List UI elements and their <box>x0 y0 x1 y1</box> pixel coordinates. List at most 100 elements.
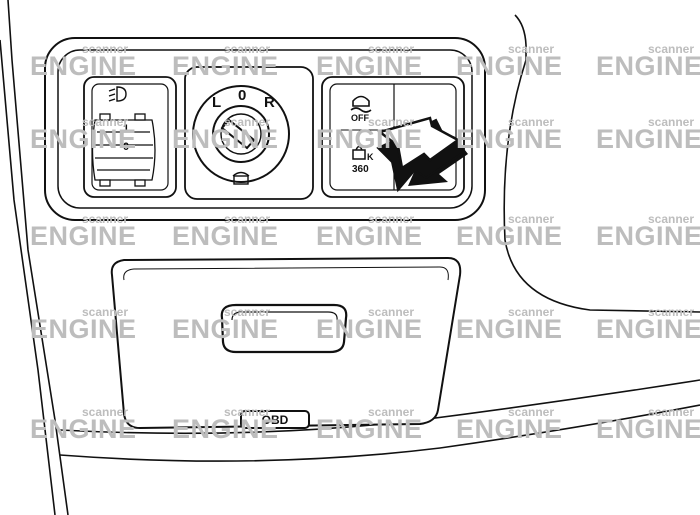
ignition-switch[interactable]: L 0 R <box>184 66 314 200</box>
pocket-handle[interactable] <box>220 303 348 354</box>
watermark-engine-text: ENGINE <box>172 221 279 251</box>
watermark-scanner-text: scanner <box>82 305 128 319</box>
watermark-layer: ENGINEscannerENGINEscannerENGINEscannerE… <box>30 42 700 444</box>
watermark-scanner-text: scanner <box>508 305 554 319</box>
watermark-engine-text: ENGINE <box>172 414 279 444</box>
camera-360-button[interactable]: K 360 <box>352 145 374 176</box>
watermark-scanner-text: scanner <box>508 212 554 226</box>
thumb-wheel[interactable] <box>91 113 156 187</box>
watermark-scanner-text: scanner <box>648 42 694 56</box>
watermark-scanner-text: scanner <box>648 405 694 419</box>
watermark-engine-text: ENGINE <box>316 314 423 344</box>
svg-text:K: K <box>367 152 374 162</box>
watermark-scanner-text: scanner <box>82 212 128 226</box>
watermark-engine-text: ENGINE <box>30 314 137 344</box>
watermark-engine-text: ENGINE <box>596 124 700 154</box>
watermark-engine-text: ENGINE <box>316 51 423 81</box>
watermark-scanner-text: scanner <box>368 405 414 419</box>
ignition-label-l: L <box>212 94 221 111</box>
watermark-scanner-text: scanner <box>508 115 554 129</box>
watermark-engine-text: ENGINE <box>30 221 137 251</box>
steering-lock-icon <box>232 171 250 185</box>
traction-off-label: OFF <box>351 113 369 123</box>
headlight-leveling-dial[interactable]: 1 0 <box>83 76 177 198</box>
watermark-engine-text: ENGINE <box>596 414 700 444</box>
headlight-icon <box>108 86 127 102</box>
watermark-scanner-text: scanner <box>368 212 414 226</box>
watermark-engine-text: ENGINE <box>316 221 423 251</box>
watermark-engine-text: ENGINE <box>456 414 563 444</box>
camera-icon: K <box>352 145 374 162</box>
watermark-scanner-text: scanner <box>82 405 128 419</box>
obd-label: OBD <box>262 413 289 427</box>
watermark-scanner-text: scanner <box>224 42 270 56</box>
watermark-scanner-text: scanner <box>508 405 554 419</box>
ignition-label-r: R <box>264 94 275 111</box>
watermark-scanner-text: scanner <box>648 115 694 129</box>
watermark-scanner-text: scanner <box>368 305 414 319</box>
watermark-engine-text: ENGINE <box>456 51 563 81</box>
pointer-arrow <box>376 116 468 193</box>
watermark-engine-text: ENGINE <box>30 124 137 154</box>
watermark-scanner-text: scanner <box>224 115 270 129</box>
watermark-scanner-text: scanner <box>82 42 128 56</box>
watermark-engine-text: ENGINE <box>316 124 423 154</box>
watermark-scanner-text: scanner <box>368 42 414 56</box>
watermark-scanner-text: scanner <box>648 212 694 226</box>
watermark-engine-text: ENGINE <box>316 414 423 444</box>
watermark-scanner-text: scanner <box>224 405 270 419</box>
obd-port[interactable]: OBD <box>240 410 310 429</box>
traction-control-off-button[interactable]: OFF <box>350 95 372 124</box>
watermark-scanner-text: scanner <box>368 115 414 129</box>
watermark-engine-text: ENGINE <box>596 51 700 81</box>
ignition-label-0: 0 <box>238 87 246 104</box>
watermark-scanner-text: scanner <box>224 212 270 226</box>
watermark-scanner-text: scanner <box>648 305 694 319</box>
storage-pocket <box>110 256 462 430</box>
watermark-scanner-text: scanner <box>82 115 128 129</box>
watermark-engine-text: ENGINE <box>30 414 137 444</box>
key-slot <box>220 118 256 150</box>
watermark-engine-text: ENGINE <box>456 221 563 251</box>
dial-mark-1: 1 <box>123 123 129 135</box>
watermark-engine-text: ENGINE <box>172 51 279 81</box>
watermark-engine-text: ENGINE <box>30 51 137 81</box>
dial-mark-0: 0 <box>123 141 129 153</box>
watermark-engine-text: ENGINE <box>596 221 700 251</box>
watermark-engine-text: ENGINE <box>596 314 700 344</box>
skid-car-icon <box>350 95 372 113</box>
watermark-engine-text: ENGINE <box>172 314 279 344</box>
watermark-engine-text: ENGINE <box>456 314 563 344</box>
camera-360-label: 360 <box>352 164 369 175</box>
watermark-engine-text: ENGINE <box>456 124 563 154</box>
watermark-scanner-text: scanner <box>508 42 554 56</box>
watermark-scanner-text: scanner <box>224 305 270 319</box>
